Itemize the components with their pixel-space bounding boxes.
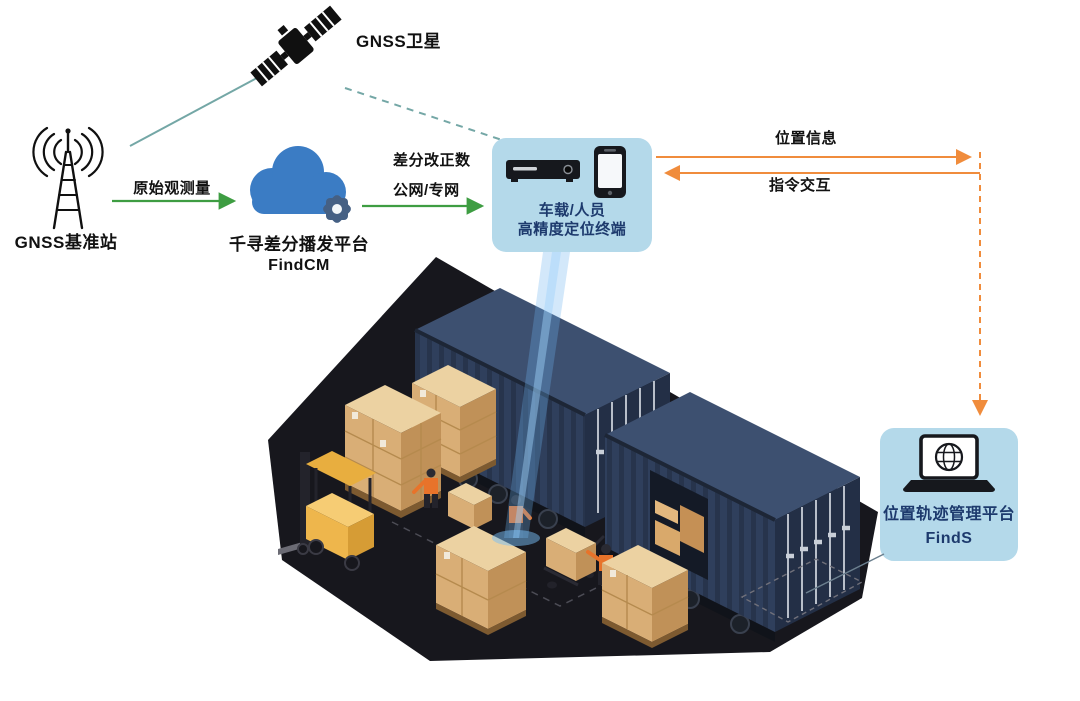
pallet-stack (601, 545, 689, 648)
position-info-label: 位置信息 (774, 130, 838, 147)
pallet-stack (435, 526, 527, 635)
laptop-icon (903, 434, 995, 492)
forklift-icon (278, 451, 376, 571)
open-door-with-cargo (650, 470, 708, 580)
finds-platform-label: 位置轨迹管理平台 (882, 506, 1016, 523)
geofence-area (740, 558, 864, 623)
cloud-platform-label: 千寻差分播发平台 (229, 235, 369, 254)
base-station-label: GNSS基准站 (14, 233, 118, 252)
satellite-to-base-link-line (129, 71, 269, 147)
globe-icon (934, 442, 964, 472)
finds-link-line (805, 553, 885, 594)
satellite-to-terminal-link-line (344, 87, 503, 141)
receiver-icon (506, 160, 580, 182)
finds-label: FindS (925, 530, 973, 547)
terminal-label-line2: 高精度定位终端 (517, 221, 627, 238)
corrections-label: 差分改正数 (393, 152, 471, 169)
cloud-icon (250, 146, 351, 223)
command-exchange-label: 指令交互 (768, 177, 832, 194)
phone-icon (594, 146, 626, 198)
satellite-icon (250, 5, 342, 87)
carton-box (448, 483, 492, 529)
worker-figure (412, 468, 438, 508)
finds-platform-panel (880, 428, 1018, 561)
base-station-icon (32, 126, 104, 230)
satellite-label: GNSS卫星 (356, 32, 442, 51)
terminal-label-line1: 车载/人员 (538, 202, 606, 219)
positioning-beam-icon (492, 252, 570, 546)
warehouse-scene (268, 257, 878, 661)
gear-icon (323, 195, 351, 223)
raw-observation-label: 原始观测量 (133, 180, 211, 197)
findcm-label: FindCM (268, 257, 330, 274)
network-label: 公网/专网 (393, 182, 460, 199)
